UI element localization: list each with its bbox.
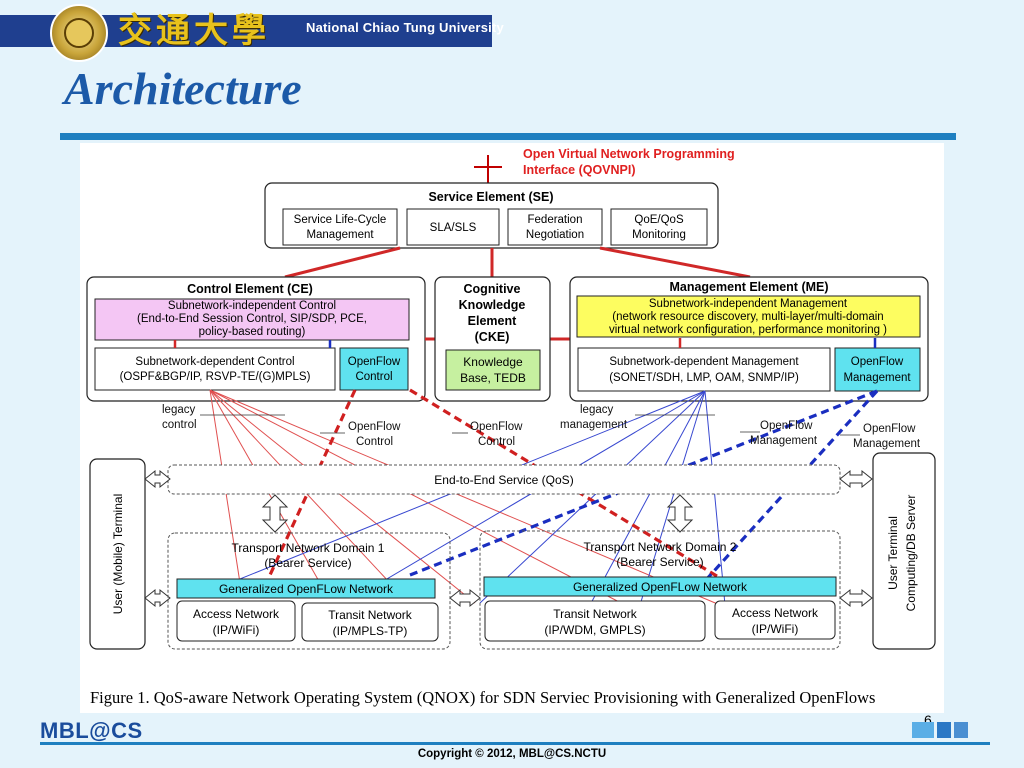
architecture-figure: Open Virtual Network Programming Interfa…: [80, 143, 944, 713]
legacy-control-label: legacy: [162, 404, 195, 416]
me-openflow-management: OpenFlow: [851, 356, 904, 368]
transport-domain-2: Transport Network Domain 2 (Bearer Servi…: [479, 530, 841, 650]
api-label: Open Virtual Network Programming: [523, 147, 735, 161]
openflow-control-label-2: OpenFlow: [470, 421, 523, 433]
me-independent: virtual network configuration, performan…: [609, 324, 887, 336]
control-element: Control Element (CE) Subnetwork-independ…: [86, 276, 426, 402]
ce-openflow-control: OpenFlow: [348, 356, 401, 368]
api-connector: [474, 155, 502, 183]
ce-independent: policy-based routing): [199, 326, 306, 338]
end-to-end-label: End-to-End Service (QoS): [434, 473, 573, 487]
se-box-lifecycle: Management: [306, 229, 374, 241]
copyright-text: Copyright © 2012, MBL@CS.NCTU: [417, 748, 607, 760]
domain1-transit-network: Transit Network: [328, 608, 413, 622]
architecture-diagram: Open Virtual Network Programming Interfa…: [86, 147, 936, 650]
openflow-control-label: OpenFlow: [348, 421, 401, 433]
domain1-title: (Bearer Service): [264, 556, 351, 570]
me-independent: (network resource discovery, multi-layer…: [612, 311, 883, 323]
knowledge-base: Base, TEDB: [460, 371, 526, 385]
cognitive-knowledge-element: Cognitive Knowledge Element (CKE) Knowle…: [434, 276, 551, 402]
control-element-title: Control Element (CE): [187, 282, 313, 296]
se-box-federation: Negotiation: [526, 229, 584, 241]
page-number: 6: [924, 712, 932, 728]
legacy-management-label: legacy: [580, 404, 613, 416]
se-box-federation: Federation: [528, 214, 583, 226]
university-english-name: National Chiao Tung University: [306, 20, 504, 35]
me-dependent: (SONET/SDH, LMP, OAM, SNMP/IP): [609, 372, 799, 384]
domain2-transit-network: Transit Network: [553, 607, 638, 621]
ce-independent: Subnetwork-independent Control: [168, 300, 336, 312]
domain1-access-network: (IP/WiFi): [213, 623, 260, 637]
me-independent: Subnetwork-independent Management: [649, 298, 848, 310]
legacy-control-links: [209, 389, 721, 606]
transport-domain-1: Transport Network Domain 1 (Bearer Servi…: [167, 532, 451, 650]
service-element-title: Service Element (SE): [428, 190, 553, 204]
legacy-control-label: control: [162, 419, 197, 431]
se-box-qoe: Monitoring: [632, 229, 686, 241]
domain2-openflow-network: Generalized OpenFLow Network: [573, 580, 748, 594]
ce-independent: (End-to-End Session Control, SIP/SDP, PC…: [137, 313, 367, 325]
me-dependent: Subnetwork-dependent Management: [609, 356, 799, 368]
university-seal-icon: [50, 4, 108, 62]
title-divider: [60, 133, 956, 140]
user-terminal-server: User Terminal Computing/DB Server: [872, 452, 936, 650]
footer-squares-decoration: [912, 722, 971, 740]
domain1-access-network: Access Network: [193, 607, 280, 621]
me-openflow-management: Management: [843, 372, 911, 384]
openflow-management-label: Management: [750, 435, 818, 447]
openflow-management-label-2: Management: [853, 438, 921, 450]
slide-title: Architecture: [64, 63, 302, 114]
end-to-end-service: End-to-End Service (QoS): [167, 464, 841, 495]
knowledge-base: Knowledge: [463, 355, 523, 369]
footer-divider: [40, 742, 990, 745]
footer-logo: MBL@CS: [40, 718, 143, 743]
domain2-access-network: Access Network: [732, 606, 819, 620]
domain2-title: (Bearer Service): [616, 555, 703, 569]
ce-dependent: Subnetwork-dependent Control: [135, 356, 294, 368]
cke-title: Element: [468, 314, 517, 328]
legacy-management-label: management: [560, 419, 628, 431]
domain1-transit-network: (IP/MPLS-TP): [333, 624, 408, 638]
user-terminal-left-label: User (Mobile) Terminal: [111, 494, 125, 614]
university-chinese-name: 交通大學: [118, 11, 270, 51]
management-element: Management Element (ME) Subnetwork-indep…: [569, 276, 929, 402]
ce-openflow-control: Control: [355, 371, 392, 383]
api-label: Interface (QOVNPI): [523, 163, 636, 177]
cke-title: (CKE): [475, 330, 510, 344]
openflow-control-label-2: Control: [478, 436, 515, 448]
domain2-title: Transport Network Domain 2: [584, 540, 737, 554]
domain2-access-network: (IP/WiFi): [752, 622, 799, 636]
openflow-management-label: OpenFlow: [760, 420, 813, 432]
ce-dependent: (OSPF&BGP/IP, RSVP-TE/(G)MPLS): [120, 371, 311, 383]
cke-title: Knowledge: [459, 298, 526, 312]
se-box-sla: SLA/SLS: [430, 222, 477, 234]
se-box-qoe: QoE/QoS: [634, 214, 684, 226]
domain2-transit-network: (IP/WDM, GMPLS): [544, 623, 645, 637]
openflow-management-label-2: OpenFlow: [863, 423, 916, 435]
openflow-control-label: Control: [356, 436, 393, 448]
service-element: Service Element (SE) Service Life-Cycle …: [264, 182, 719, 249]
user-mobile-terminal: User (Mobile) Terminal: [89, 458, 146, 650]
domain1-openflow-network: Generalized OpenFLow Network: [219, 582, 394, 596]
cke-title: Cognitive: [464, 282, 521, 296]
figure-caption: Figure 1. QoS-aware Network Operating Sy…: [90, 688, 876, 707]
management-element-title: Management Element (ME): [669, 280, 828, 294]
user-terminal-right-label: Computing/DB Server: [904, 495, 918, 612]
domain1-title: Transport Network Domain 1: [232, 541, 385, 555]
se-box-lifecycle: Service Life-Cycle: [294, 214, 387, 226]
user-terminal-right-label: User Terminal: [886, 516, 900, 590]
